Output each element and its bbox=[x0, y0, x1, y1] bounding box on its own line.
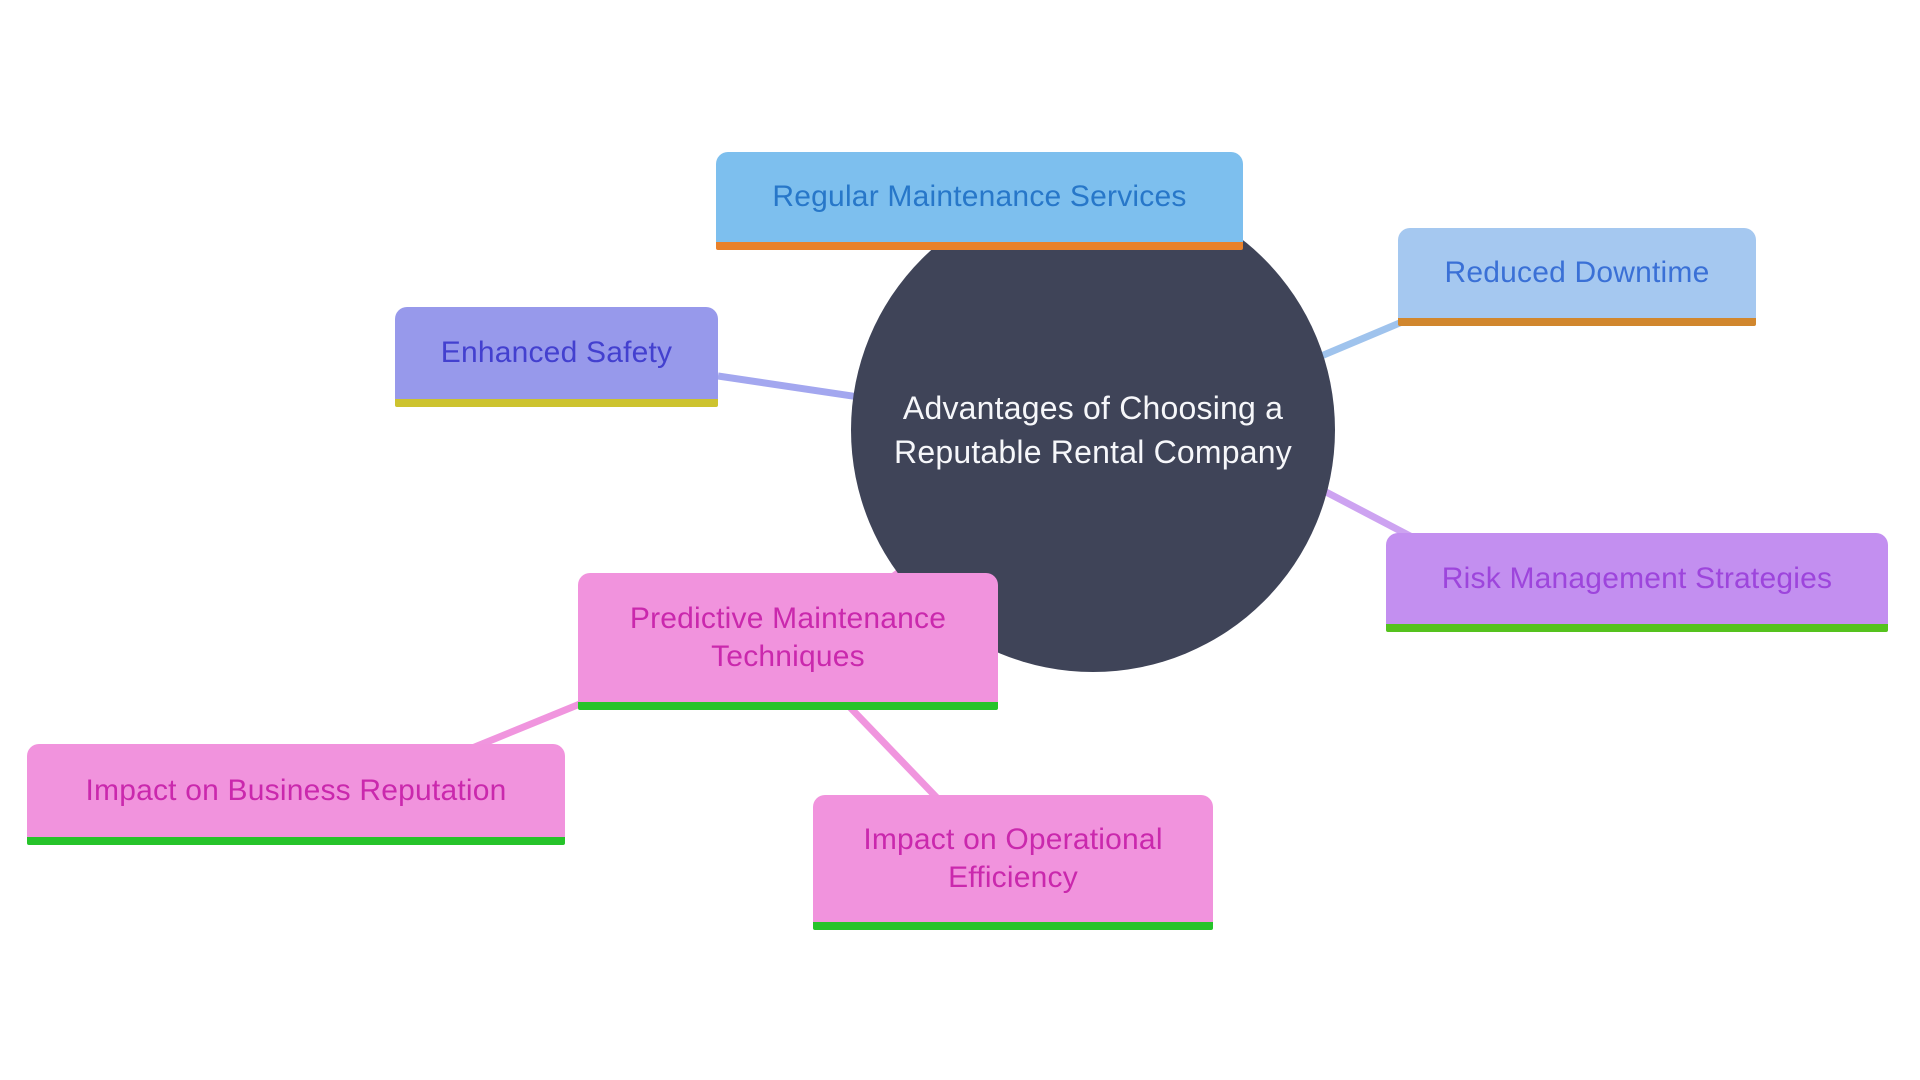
central-topic-label-line2: Reputable Rental Company bbox=[894, 434, 1292, 470]
connector-predictive-to-impact-on-business-reputation bbox=[458, 693, 599, 757]
connector-predictive-to-impact-on-operational-efficiency bbox=[840, 697, 943, 804]
node-impact-on-operational-efficiency[interactable]: Impact on Operational Efficiency bbox=[813, 795, 1213, 930]
central-topic-label: Advantages of Choosing a Reputable Renta… bbox=[894, 386, 1292, 474]
node-risk-management-strategies[interactable]: Risk Management Strategies bbox=[1386, 533, 1888, 632]
node-label-enhanced-safety: Enhanced Safety bbox=[440, 336, 673, 370]
node-predictive-maintenance-techniques[interactable]: Predictive Maintenance Techniques bbox=[578, 573, 998, 710]
node-label-regular-maintenance-services: Regular Maintenance Services bbox=[772, 180, 1187, 214]
node-label-reduced-downtime: Reduced Downtime bbox=[1444, 256, 1710, 290]
node-impact-on-business-reputation[interactable]: Impact on Business Reputation bbox=[27, 744, 565, 845]
node-label-impact-on-business-reputation: Impact on Business Reputation bbox=[85, 773, 507, 807]
node-enhanced-safety[interactable]: Enhanced Safety bbox=[395, 307, 718, 407]
node-label-risk-management-strategies: Risk Management Strategies bbox=[1441, 561, 1833, 595]
node-label-predictive-maintenance-techniques: Predictive Maintenance Techniques bbox=[629, 602, 947, 673]
central-topic-node[interactable]: Advantages of Choosing a Reputable Renta… bbox=[851, 188, 1335, 672]
node-reduced-downtime[interactable]: Reduced Downtime bbox=[1398, 228, 1756, 326]
central-topic-label-line1: Advantages of Choosing a bbox=[902, 389, 1284, 426]
node-label-impact-on-operational-efficiency: Impact on Operational Efficiency bbox=[863, 823, 1163, 894]
node-regular-maintenance-services[interactable]: Regular Maintenance Services bbox=[716, 152, 1243, 250]
